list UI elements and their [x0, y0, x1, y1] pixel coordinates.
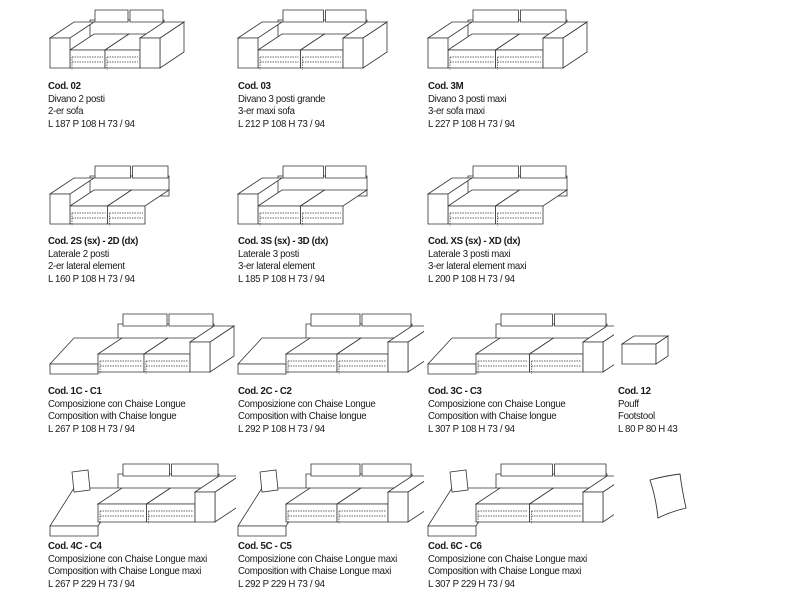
dimensions: L 187 P 108 H 73 / 94 — [48, 117, 135, 130]
dimensions: L 185 P 108 H 73 / 94 — [238, 272, 325, 285]
description-english: 3-er lateral element maxi — [428, 260, 527, 273]
product-code: Cod. 12 — [618, 385, 651, 397]
dimensions: L 292 P 229 H 73 / 94 — [238, 577, 325, 590]
sofa-2-seat-drawing-icon — [46, 4, 236, 89]
description-english: 2-er lateral element — [48, 260, 125, 273]
chaise-maxi-composition-drawing-icon — [424, 458, 629, 543]
description-english: Composition with Chaise Longue maxi — [238, 565, 392, 578]
description-english: Footstool — [618, 410, 655, 423]
description-italian: Composizione con Chaise Longue — [238, 397, 376, 410]
chaise-composition-drawing-icon — [46, 308, 236, 393]
description-english: 3-er lateral element — [238, 260, 315, 273]
cushion-icon — [646, 472, 696, 527]
sofa-3-seat-drawing-icon — [234, 4, 424, 89]
description-italian: Pouff — [618, 397, 639, 410]
description-italian: Composizione con Chaise Longue — [428, 397, 566, 410]
description-english: 2-er sofa — [48, 105, 84, 118]
product-code: Cod. 3S (sx) - 3D (dx) — [238, 235, 329, 247]
description-english: 3-er maxi sofa — [238, 105, 295, 118]
product-code: Cod. 03 — [238, 80, 271, 92]
sofa-3-seat-maxi-drawing-icon — [424, 4, 614, 89]
lateral-3-seat-drawing-icon — [234, 160, 424, 245]
chaise-maxi-composition-drawing-icon — [46, 458, 241, 543]
product-code: Cod. 4C - C4 — [48, 540, 102, 552]
description-italian: Divano 2 posti — [48, 92, 105, 105]
dimensions: L 307 P 229 H 73 / 94 — [428, 577, 515, 590]
product-code: Cod. 6C - C6 — [428, 540, 482, 552]
description-italian: Composizione con Chaise Longue maxi — [48, 552, 207, 565]
product-code: Cod. 3C - C3 — [428, 385, 482, 397]
product-code: Cod. 2S (sx) - 2D (dx) — [48, 235, 139, 247]
product-code: Cod. XS (sx) - XD (dx) — [428, 235, 521, 247]
product-code: Cod. 3M — [428, 80, 464, 92]
pouf-drawing-icon — [616, 330, 676, 375]
description-italian: Composizione con Chaise Longue maxi — [238, 552, 397, 565]
description-english: Composition with Chaise longue — [428, 410, 557, 423]
description-italian: Composizione con Chaise Longue — [48, 397, 186, 410]
dimensions: L 267 P 108 H 73 / 94 — [48, 422, 135, 435]
chaise-composition-drawing-icon — [234, 308, 434, 393]
description-english: Composition with Chaise Longue maxi — [48, 565, 202, 578]
dimensions: L 160 P 108 H 73 / 94 — [48, 272, 135, 285]
product-code: Cod. 02 — [48, 80, 81, 92]
chaise-maxi-composition-drawing-icon — [234, 458, 434, 543]
dimensions: L 267 P 229 H 73 / 94 — [48, 577, 135, 590]
dimensions: L 307 P 108 H 73 / 94 — [428, 422, 515, 435]
product-info: Cod. XS (sx) - XD (dx)Laterale 3 posti m… — [428, 235, 535, 285]
dimensions: L 292 P 108 H 73 / 94 — [238, 422, 325, 435]
description-italian: Laterale 3 posti maxi — [428, 247, 511, 260]
dimensions: L 212 P 108 H 73 / 94 — [238, 117, 325, 130]
product-code: Cod. 2C - C2 — [238, 385, 292, 397]
product-code: Cod. 5C - C5 — [238, 540, 292, 552]
description-italian: Divano 3 posti maxi — [428, 92, 507, 105]
description-italian: Composizione con Chaise Longue maxi — [428, 552, 587, 565]
description-italian: Laterale 3 posti — [238, 247, 299, 260]
description-english: Composition with Chaise longue — [238, 410, 367, 423]
description-english: Composition with Chaise longue — [48, 410, 177, 423]
description-italian: Divano 3 posti grande — [238, 92, 326, 105]
description-italian: Laterale 2 posti — [48, 247, 109, 260]
dimensions: L 80 P 80 H 43 — [618, 422, 678, 435]
description-english: Composition with Chaise Longue maxi — [428, 565, 582, 578]
lateral-2-seat-drawing-icon — [46, 160, 236, 245]
dimensions: L 227 P 108 H 73 / 94 — [428, 117, 515, 130]
dimensions: L 200 P 108 H 73 / 94 — [428, 272, 515, 285]
product-code: Cod. 1C - C1 — [48, 385, 102, 397]
chaise-composition-drawing-icon — [424, 308, 629, 393]
lateral-3-seat-maxi-drawing-icon — [424, 160, 614, 245]
description-english: 3-er sofa maxi — [428, 105, 485, 118]
